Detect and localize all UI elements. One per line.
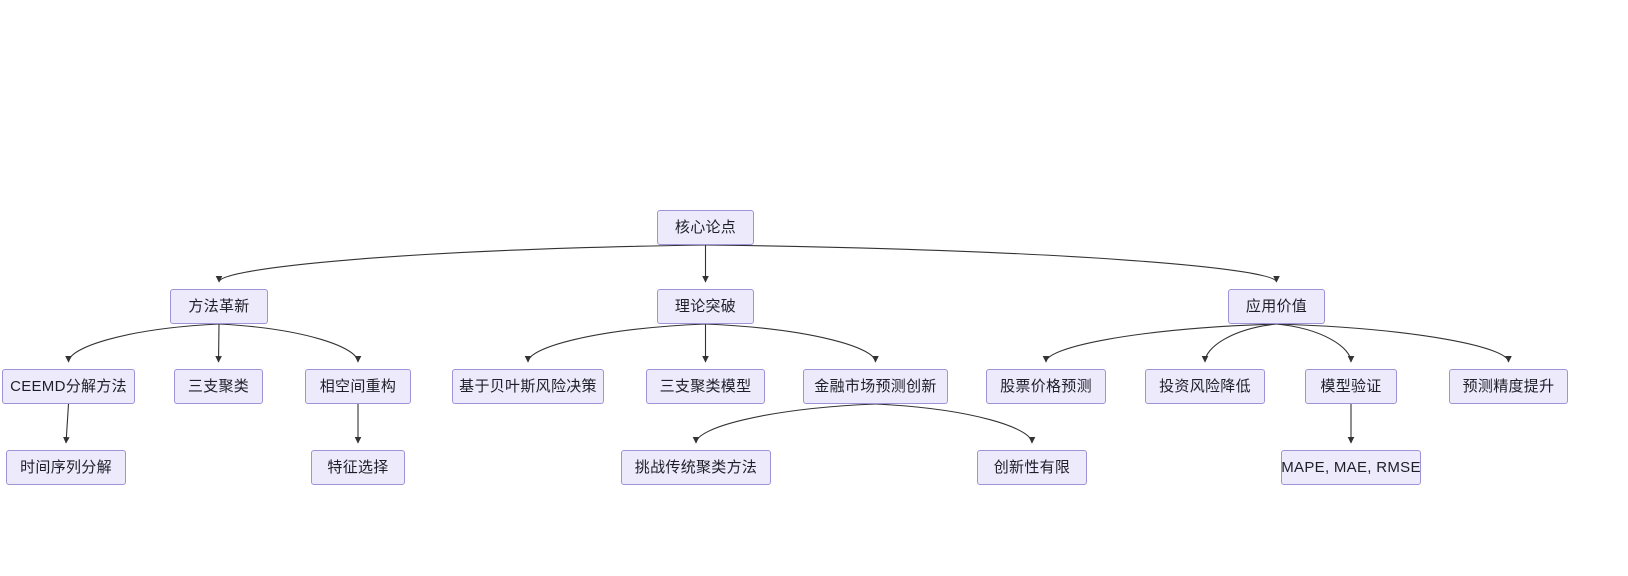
edge-m2-to-c6 [705,323,879,363]
flow-node-label: 挑战传统聚类方法 [634,459,758,476]
flow-node-label: 预测精度提升 [1462,378,1555,395]
flow-node-c7[interactable]: 股票价格预测 [986,369,1106,404]
flow-node-c3[interactable]: 相空间重构 [305,369,411,404]
flow-node-g2[interactable]: 特征选择 [311,450,405,485]
flow-node-label: CEEMD分解方法 [10,378,127,395]
flow-node-g4[interactable]: 创新性有限 [977,450,1087,485]
flow-node-c10[interactable]: 预测精度提升 [1449,369,1568,404]
flow-node-c1[interactable]: CEEMD分解方法 [2,369,135,404]
edge-c6-to-g4 [875,403,1036,444]
flow-node-c8[interactable]: 投资风险降低 [1145,369,1265,404]
flow-node-g1[interactable]: 时间序列分解 [6,450,126,485]
flow-node-c2[interactable]: 三支聚类 [174,369,263,404]
flow-node-label: 理论突破 [674,298,737,315]
flow-node-m3[interactable]: 应用价值 [1228,289,1325,324]
edge-m3-to-c7 [1042,323,1277,363]
flow-node-label: 核心论点 [674,219,737,236]
flow-node-c6[interactable]: 金融市场预测创新 [803,369,948,404]
edge-root-to-m3 [705,244,1280,283]
flow-node-label: 股票价格预测 [1000,378,1092,395]
flow-node-label: 金融市场预测创新 [814,378,937,395]
flow-node-label: 三支聚类 [187,378,250,395]
flow-node-label: 三支聚类模型 [659,378,752,395]
edge-m3-to-c9 [1276,323,1355,363]
edge-paths [63,244,1512,444]
flow-node-m2[interactable]: 理论突破 [657,289,754,324]
flow-node-label: 相空间重构 [319,378,397,395]
flow-node-label: 方法革新 [188,298,250,315]
edge-m1-to-c1 [65,323,220,363]
edge-c6-to-g3 [692,403,876,444]
flow-node-label: 基于贝叶斯风险决策 [459,378,597,395]
flow-node-label: MAPE, MAE, RMSE [1281,459,1421,476]
flow-node-g3[interactable]: 挑战传统聚类方法 [621,450,771,485]
flow-node-c5[interactable]: 三支聚类模型 [646,369,765,404]
flow-node-label: 应用价值 [1245,298,1308,315]
flow-node-label: 模型验证 [1320,378,1382,395]
edge-m3-to-c8 [1201,323,1277,363]
flow-node-label: 特征选择 [327,459,389,476]
edge-m3-to-c10 [1276,323,1512,363]
flow-node-label: 投资风险降低 [1159,378,1251,395]
edge-m2-to-c4 [524,323,706,363]
edge-m1-to-c3 [218,323,362,363]
edge-c1-to-g1 [63,403,70,444]
flow-node-g5[interactable]: MAPE, MAE, RMSE [1281,450,1421,485]
edge-m1-to-c2 [215,323,222,363]
edge-root-to-m1 [215,244,706,283]
flow-node-label: 时间序列分解 [20,459,112,476]
flow-node-root[interactable]: 核心论点 [657,210,754,245]
flow-node-c9[interactable]: 模型验证 [1305,369,1397,404]
flow-node-m1[interactable]: 方法革新 [170,289,268,324]
flow-node-label: 创新性有限 [993,459,1071,476]
flow-node-c4[interactable]: 基于贝叶斯风险决策 [452,369,604,404]
